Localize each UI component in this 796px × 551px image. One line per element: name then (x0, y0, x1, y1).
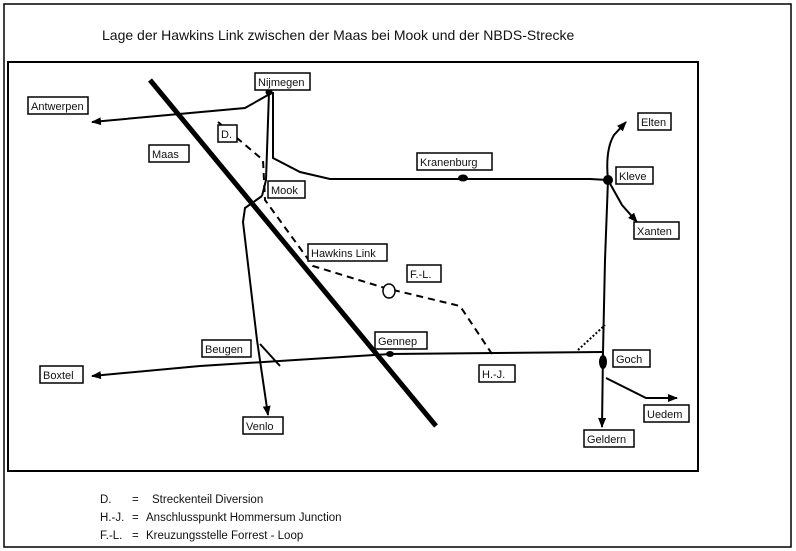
legend-abbr: H.-J. (100, 512, 124, 524)
station-dot-kranenburg (458, 174, 468, 182)
legend-abbr: F.-L. (100, 530, 122, 542)
diagram-title: Lage der Hawkins Link zwischen der Maas … (102, 27, 575, 43)
legend: D. = Streckenteil Diversion H.-J. = Ansc… (100, 494, 342, 542)
label-kranenburg: Kranenburg (420, 157, 478, 169)
legend-equals: = (132, 512, 139, 524)
line-goch-uedem (605, 377, 678, 402)
line-mook-venlo (241, 195, 271, 416)
legend-equals: = (132, 494, 139, 506)
hawkins-link-line (217, 121, 493, 355)
legend-text: Streckenteil Diversion (152, 494, 263, 506)
label-boxtel: Boxtel (43, 370, 74, 382)
label-antwerpen: Antwerpen (31, 101, 84, 113)
legend-equals: = (132, 530, 139, 542)
label-hommersum: H.-J. (482, 369, 505, 381)
station-dot-gennep (386, 351, 394, 357)
label-xanten: Xanten (637, 226, 672, 238)
legend-abbr: D. (100, 494, 112, 506)
line-beugen-branch (259, 343, 281, 367)
label-nijmegen: Nijmegen (258, 77, 304, 89)
line-nijmegen-kleve (272, 92, 609, 181)
railway-lines (91, 91, 678, 428)
label-maas: Maas (152, 149, 179, 161)
label-beugen: Beugen (205, 344, 243, 356)
label-kleve: Kleve (619, 171, 647, 183)
map-border (7, 61, 699, 472)
label-geldern: Geldern (587, 434, 626, 446)
label-diversion: D. (221, 129, 232, 141)
line-kleve-elten (606, 121, 627, 181)
legend-text: Kreuzungsstelle Forrest - Loop (146, 530, 303, 542)
label-venlo: Venlo (246, 421, 274, 433)
line-nijmegen-antwerpen (91, 94, 269, 126)
line-kleve-goch (602, 179, 609, 353)
forrest-loop-marker (382, 283, 396, 299)
legend-text: Anschlusspunkt Hommersum Junction (146, 512, 342, 524)
line-goch-boxtel (91, 351, 604, 380)
label-uedem: Uedem (647, 409, 682, 421)
line-nijmegen-mook (261, 91, 270, 197)
station-dot-kleve (603, 175, 613, 185)
label-hawkins-link: Hawkins Link (311, 248, 376, 260)
label-goch: Goch (616, 354, 642, 366)
label-forrest-loop: F.-L. (410, 269, 431, 281)
label-gennep: Gennep (378, 336, 417, 348)
line-kleve-xanten (607, 179, 638, 223)
label-elten: Elten (641, 117, 666, 129)
maas-river (148, 78, 438, 428)
label-mook: Mook (271, 185, 298, 197)
station-dot-goch (599, 355, 607, 369)
